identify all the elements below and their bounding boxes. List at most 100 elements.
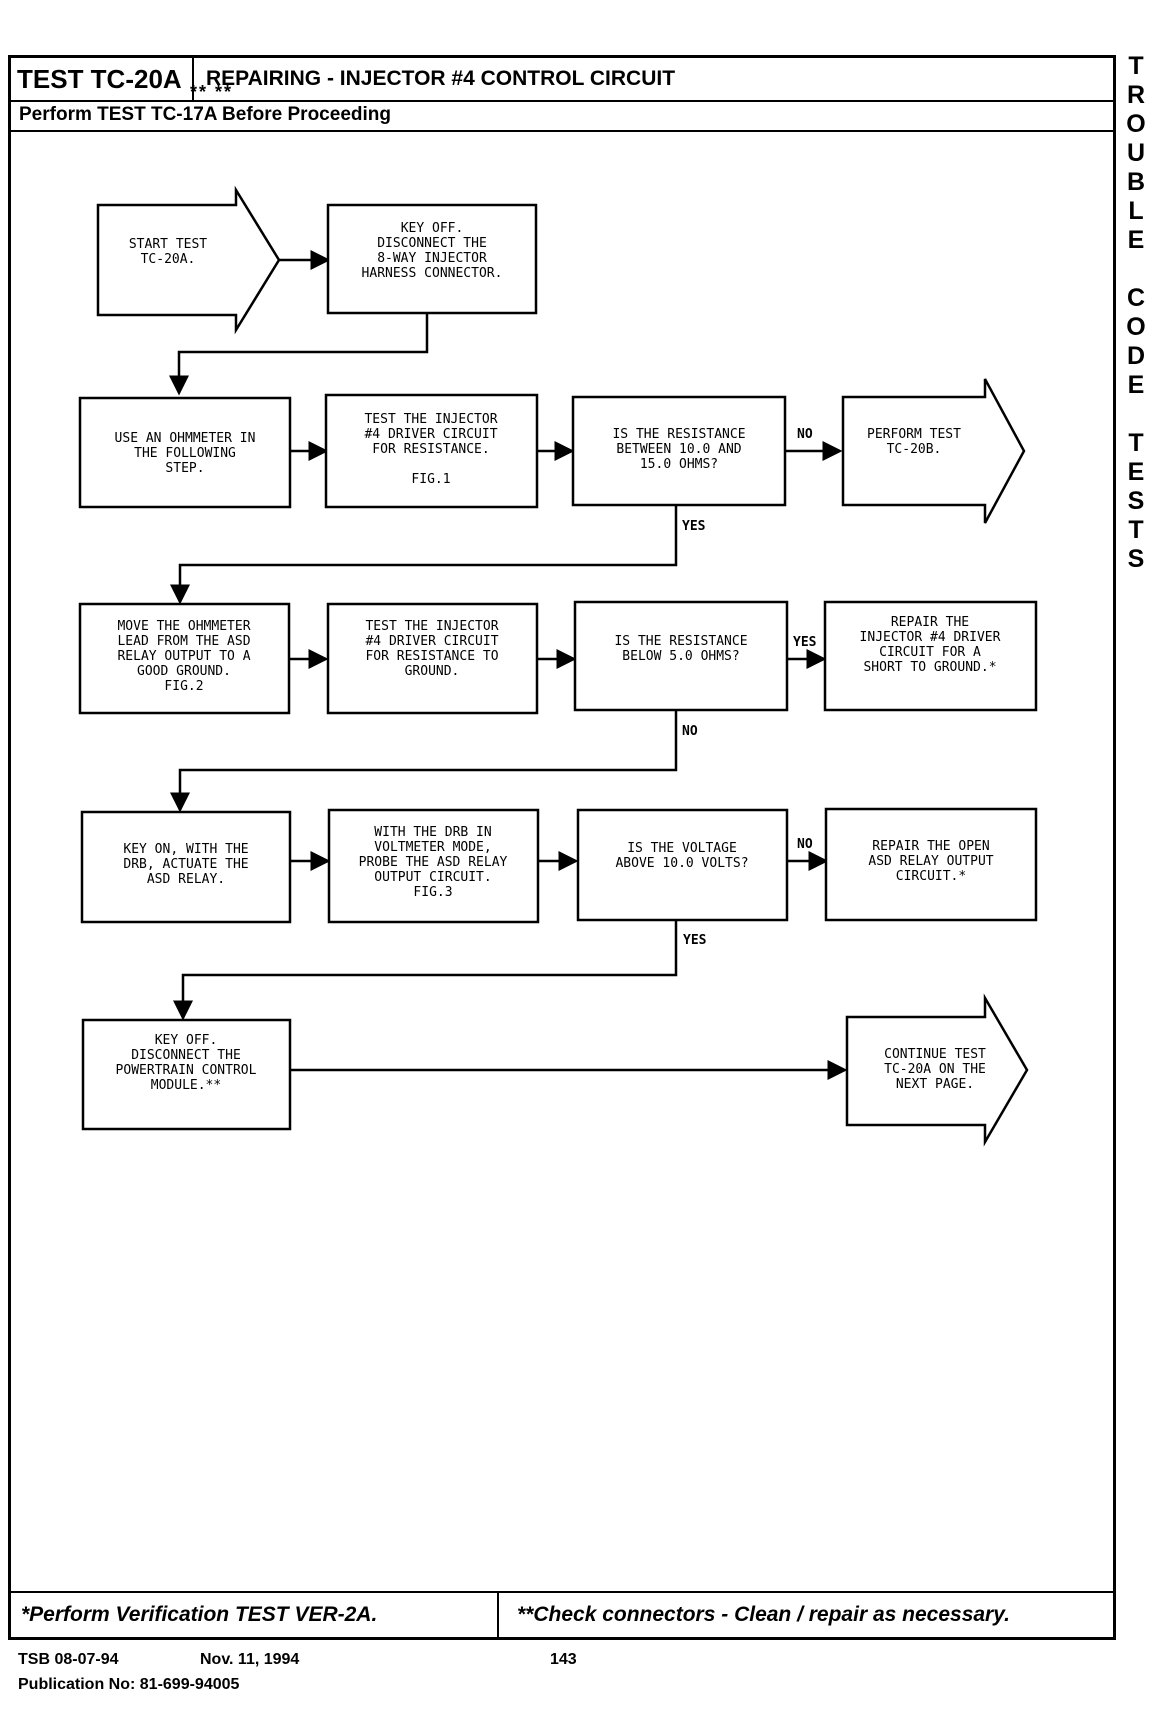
resistance-question-shape (571, 395, 787, 507)
start-arrow-shape (96, 185, 281, 335)
prerequisite-row: Perform TEST TC-17A Before Proceeding (11, 100, 1113, 132)
box-text-line: RELAY OUTPUT TO A (117, 649, 250, 664)
voltage-question-shape (576, 808, 789, 922)
publication-date: Nov. 11, 1994 (200, 1651, 300, 1668)
side-tab-letter: O (1126, 110, 1146, 138)
box-text-line: LEAD FROM THE ASD (117, 634, 250, 649)
key-on-actuate-shape (80, 810, 292, 924)
side-tab-letter: D (1126, 342, 1146, 370)
box-text-line: CIRCUIT.* (896, 869, 966, 884)
page-number: 143 (550, 1651, 577, 1668)
box-text-line: GROUND. (405, 664, 460, 679)
header-stars: ** ** (190, 82, 234, 102)
box-text-line: #4 DRIVER CIRCUIT (365, 634, 498, 649)
side-tab-letter: O (1126, 313, 1146, 341)
repair-open-shape (824, 807, 1038, 922)
page-frame: TEST TC-20A REPAIRING - INJECTOR #4 CONT… (8, 55, 1116, 1640)
footnote-verification: *Perform Verification TEST VER-2A. (11, 1593, 499, 1637)
box-text-line: TC-20B. (887, 442, 942, 457)
box-text-line: REPAIR THE (891, 615, 969, 630)
label-no-3: NO (797, 837, 813, 852)
box-text-line: MODULE.** (151, 1078, 221, 1093)
prerequisite-text: Perform TEST TC-17A Before Proceeding (19, 104, 391, 125)
box-text-line: FIG.2 (164, 679, 203, 694)
box-text-line: TEST THE INJECTOR (365, 619, 498, 634)
key-off-disconnect-shape (326, 203, 538, 315)
box-text-line: KEY ON, WITH THE (123, 842, 248, 857)
tsb-number: TSB 08-07-94 (18, 1651, 119, 1668)
box-text-line: ASD RELAY. (147, 872, 225, 887)
box-text-line: POWERTRAIN CONTROL (116, 1063, 257, 1078)
box-text-line: BETWEEN 10.0 AND (616, 442, 741, 457)
box-text-line: BELOW 5.0 OHMS? (622, 649, 739, 664)
box-text-line: DRB, ACTUATE THE (123, 857, 248, 872)
continue-arrow-shape (845, 993, 1029, 1147)
key-off-pcm-shape (81, 1018, 292, 1131)
side-tab-letter: T (1128, 429, 1144, 457)
perform-tc20b-shape (841, 378, 1026, 524)
label-no-1: NO (797, 427, 813, 442)
box-text-line: PROBE THE ASD RELAY (359, 855, 508, 870)
box-text-line: FIG.1 (411, 472, 450, 487)
probe-voltmeter-shape (327, 808, 540, 924)
box-text-line: NEXT PAGE. (896, 1077, 974, 1092)
test-id: TEST TC-20A (11, 58, 194, 100)
side-tab-letter: E (1127, 371, 1145, 399)
box-text-line: #4 DRIVER CIRCUIT (364, 427, 497, 442)
side-tab-letter: T (1128, 516, 1144, 544)
label-no-2: NO (682, 724, 698, 739)
box-text-line: KEY OFF. (401, 221, 464, 236)
box-text-line: ASD RELAY OUTPUT (868, 854, 993, 869)
side-tab-letter: R (1126, 81, 1146, 109)
box-text-line: INJECTOR #4 DRIVER (860, 630, 1001, 645)
box-text-line: REPAIR THE OPEN (872, 839, 989, 854)
box-text-line: VOLTMETER MODE, (374, 840, 491, 855)
box-text-line: DISCONNECT THE (131, 1048, 241, 1063)
box-text-line: FOR RESISTANCE TO (365, 649, 498, 664)
box-text-line: THE FOLLOWING (134, 446, 236, 461)
box-text-line: ABOVE 10.0 VOLTS? (615, 856, 748, 871)
header-row: TEST TC-20A REPAIRING - INJECTOR #4 CONT… (11, 58, 1113, 102)
box-text-line: IS THE RESISTANCE (614, 634, 747, 649)
repair-short-shape (823, 600, 1038, 712)
label-yes-1: YES (682, 519, 706, 534)
side-tab-letter: E (1127, 226, 1145, 254)
footer-notes: *Perform Verification TEST VER-2A. **Che… (11, 1591, 1113, 1637)
box-text-line: START TEST (129, 237, 207, 252)
box-text-line: GOOD GROUND. (137, 664, 231, 679)
box-text-line: KEY OFF. (155, 1033, 218, 1048)
page-title: REPAIRING - INJECTOR #4 CONTROL CIRCUIT (206, 67, 676, 90)
box-text-line: 15.0 OHMS? (640, 457, 718, 472)
move-lead-shape (78, 602, 291, 715)
side-tab-letter: T (1128, 52, 1144, 80)
side-tab-letter: C (1126, 284, 1146, 312)
box-text-line: STEP. (165, 461, 204, 476)
box-text-line: CIRCUIT FOR A (879, 645, 981, 660)
box-text-line: TEST THE INJECTOR (364, 412, 497, 427)
footnote-connectors: **Check connectors - Clean / repair as n… (517, 1603, 1010, 1626)
box-text-line: PERFORM TEST (867, 427, 961, 442)
box-text-line: OUTPUT CIRCUIT. (374, 870, 491, 885)
box-text-line: SHORT TO GROUND.* (863, 660, 996, 675)
side-tab-letter: E (1127, 458, 1145, 486)
box-text-line: WITH THE DRB IN (374, 825, 491, 840)
side-tab-letter: L (1128, 197, 1144, 225)
side-tab-letter: S (1127, 487, 1145, 515)
box-text-line: FIG.3 (413, 885, 452, 900)
box-text-line: HARNESS CONNECTOR. (362, 266, 503, 281)
